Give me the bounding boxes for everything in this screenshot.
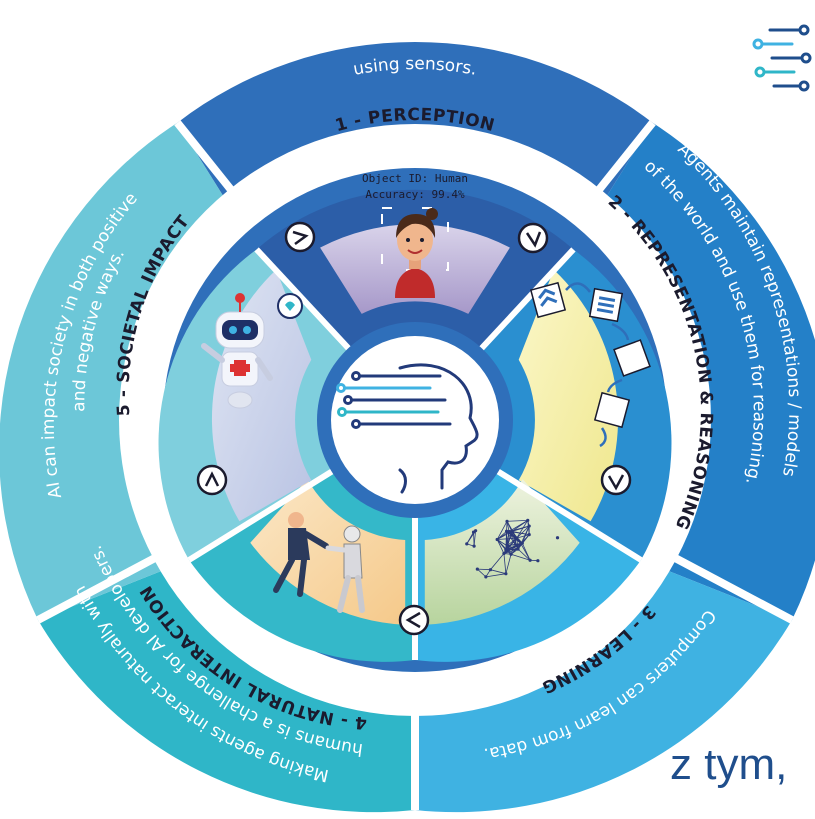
brain-network-icon (465, 518, 560, 579)
circuit-lines-icon (336, 371, 452, 429)
outer-segment-learning (415, 560, 792, 813)
panel-natural-interaction (250, 479, 406, 625)
chevron-icon (517, 222, 549, 254)
handshake-icon (273, 512, 365, 613)
chevron-arrows (196, 221, 632, 636)
circuit-logo-icon (752, 24, 812, 92)
outer-segment-natural-interaction (38, 560, 415, 813)
panel-representation (518, 269, 619, 522)
overlay-caption: z tym, (670, 740, 788, 789)
panel-learning (424, 479, 580, 625)
cubes-icon (529, 281, 651, 448)
accuracy-text: Accuracy: 99.4% (365, 188, 465, 201)
ai-head-icon (398, 363, 479, 494)
chevron-icon (398, 604, 430, 636)
chevron-icon (284, 221, 316, 253)
chevron-icon (600, 464, 632, 496)
medical-robot-icon (201, 293, 303, 409)
perception-illustration: Object ID: Human Accuracy: 99.4% (362, 172, 468, 298)
center-hub (317, 322, 513, 518)
human-face-icon (381, 207, 449, 298)
object-id-text: Object ID: Human (362, 172, 468, 185)
chevron-icon (196, 464, 228, 496)
